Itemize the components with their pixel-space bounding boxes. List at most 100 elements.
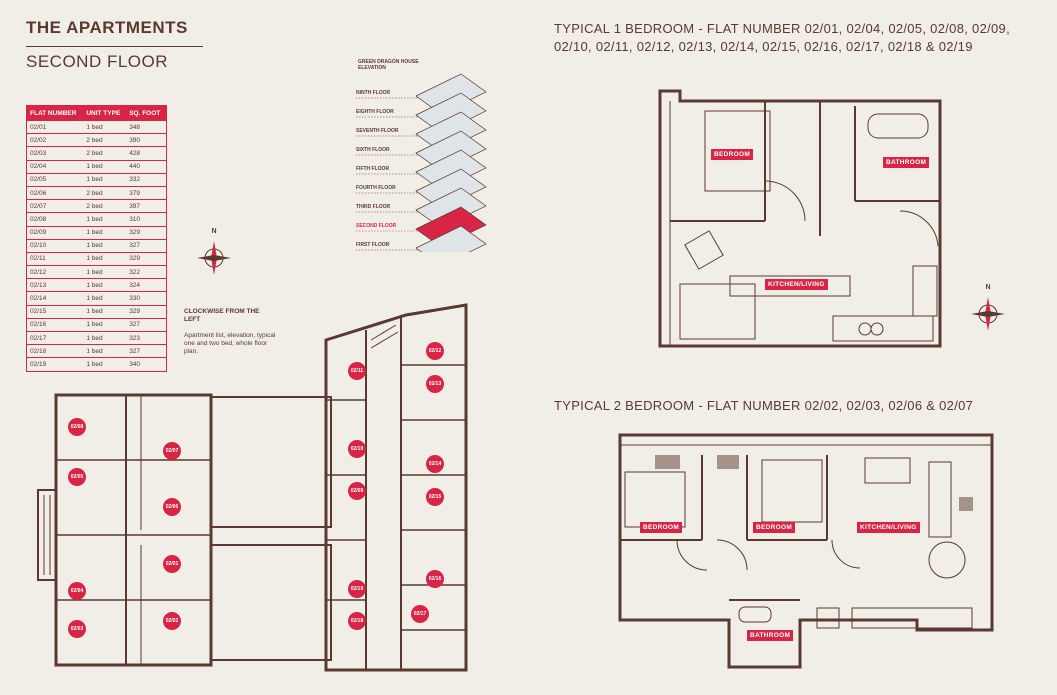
flat-marker: 02/10 — [348, 440, 366, 458]
flat-number-cell: 02/19 — [26, 357, 84, 372]
sq-foot-cell: 428 — [126, 146, 167, 161]
sq-foot-cell: 327 — [126, 318, 167, 333]
flat-number-cell: 02/12 — [26, 265, 84, 280]
elevation-floor-label: THIRD FLOOR — [356, 204, 391, 210]
compass-rose-icon-2 — [971, 297, 1005, 331]
flat-marker: 02/01 — [163, 555, 181, 573]
legend-note-heading: CLOCKWISE FROM THE LEFT — [184, 308, 260, 323]
sq-foot-cell: 324 — [126, 278, 167, 293]
elevation-floor-label: SECOND FLOOR — [356, 223, 397, 229]
compass-north-label-2: N — [985, 284, 991, 291]
flat-number-cell: 02/15 — [26, 305, 84, 319]
sq-foot-cell: 329 — [126, 252, 167, 267]
room-label-bedroom-2: BEDROOM — [753, 522, 796, 533]
title-divider — [26, 46, 203, 47]
flat-number-cell: 02/09 — [26, 226, 84, 240]
unit-type-cell: 1 bed — [83, 331, 127, 346]
flat-marker: 02/06 — [163, 498, 181, 516]
typical-two-heading: TYPICAL 2 BEDROOM - FLAT NUMBER 02/02, 0… — [554, 398, 974, 413]
flat-number-cell: 02/14 — [26, 291, 84, 306]
elevation-title-line2: ELEVATION — [358, 65, 386, 71]
flat-number-cell: 02/06 — [26, 186, 84, 201]
page-title: THE APARTMENTS — [26, 18, 188, 37]
unit-type-cell: 1 bed — [83, 344, 127, 359]
legend-note: CLOCKWISE FROM THE LEFT Apartment list, … — [184, 308, 276, 356]
elevation-floor-label: FIRST FLOOR — [356, 242, 390, 248]
flat-marker: 02/05 — [68, 468, 86, 486]
compass-left: N — [194, 228, 234, 278]
flat-marker: 02/07 — [163, 442, 181, 460]
flat-number-cell: 02/02 — [26, 133, 84, 148]
unit-type-cell: 1 bed — [83, 212, 127, 227]
elevation-floor-label: NINTH FLOOR — [356, 90, 391, 96]
sq-foot-cell: 323 — [126, 331, 167, 346]
unit-type-cell: 1 bed — [83, 173, 127, 187]
legend-note-body: Apartment list, elevation, typical one a… — [184, 332, 276, 355]
unit-type-cell: 1 bed — [83, 121, 127, 135]
sq-foot-cell: 327 — [126, 344, 167, 359]
unit-type-cell: 2 bed — [83, 146, 127, 161]
unit-type-cell: 2 bed — [83, 186, 127, 201]
flat-number-cell: 02/03 — [26, 146, 84, 161]
compass-north-label: N — [211, 228, 217, 235]
room-label-bedroom: BEDROOM — [711, 149, 754, 160]
col-flat-number: FLAT NUMBER — [26, 105, 84, 121]
room-label-bedroom-1: BEDROOM — [640, 522, 683, 533]
flat-marker: 02/08 — [68, 418, 86, 436]
flat-number-cell: 02/11 — [26, 252, 84, 267]
flat-number-cell: 02/05 — [26, 173, 84, 187]
elevation-floor-label: SIXTH FLOOR — [356, 147, 390, 153]
unit-type-cell: 1 bed — [83, 305, 127, 319]
col-sq-foot: SQ. FOOT — [126, 105, 167, 121]
flat-marker: 02/15 — [426, 488, 444, 506]
flat-marker: 02/16 — [426, 570, 444, 588]
elevation-floor-label: FOURTH FLOOR — [356, 185, 396, 191]
typical-one-heading: TYPICAL 1 BEDROOM - FLAT NUMBER 02/01, 0… — [554, 21, 1010, 54]
flat-number-cell: 02/17 — [26, 331, 84, 346]
elevation-floor-label: FIFTH FLOOR — [356, 166, 390, 172]
room-label-kitchen-living: KITCHEN/LIVING — [765, 279, 828, 290]
unit-type-cell: 1 bed — [83, 265, 127, 280]
col-unit-type: UNIT TYPE — [83, 105, 127, 121]
flat-marker: 02/12 — [426, 342, 444, 360]
unit-type-cell: 1 bed — [83, 318, 127, 333]
flat-marker: 02/17 — [411, 605, 429, 623]
sq-foot-cell: 348 — [126, 121, 167, 135]
sq-foot-cell: 329 — [126, 226, 167, 240]
elevation-stack — [356, 73, 487, 252]
sq-foot-cell: 340 — [126, 357, 167, 372]
flat-table-header: FLAT NUMBER UNIT TYPE SQ. FOOT — [26, 105, 167, 121]
sq-foot-cell: 329 — [126, 305, 167, 319]
elevation-diagram: GREEN DRAGON HOUSE ELEVATION NINTH FLOOR… — [356, 52, 496, 252]
unit-type-cell: 1 bed — [83, 252, 127, 267]
typical-one-drawing — [658, 89, 942, 348]
unit-type-cell: 1 bed — [83, 239, 127, 253]
flat-number-cell: 02/13 — [26, 278, 84, 293]
flat-marker: 02/04 — [68, 582, 86, 600]
flat-number-cell: 02/16 — [26, 318, 84, 333]
elevation-title: GREEN DRAGON HOUSE ELEVATION — [358, 59, 419, 71]
room-label-bathroom-2: BATHROOM — [747, 630, 794, 641]
unit-type-cell: 1 bed — [83, 226, 127, 240]
flat-marker: 02/18 — [348, 612, 366, 630]
flat-number-cell: 02/10 — [26, 239, 84, 253]
unit-type-cell: 1 bed — [83, 357, 127, 372]
compass-right: N — [968, 284, 1008, 334]
flat-marker: 02/03 — [68, 620, 86, 638]
elevation-plate — [415, 225, 487, 252]
unit-type-cell: 2 bed — [83, 133, 127, 148]
flat-marker: 02/11 — [348, 362, 366, 380]
elevation-floor-label: SEVENTH FLOOR — [356, 128, 399, 134]
